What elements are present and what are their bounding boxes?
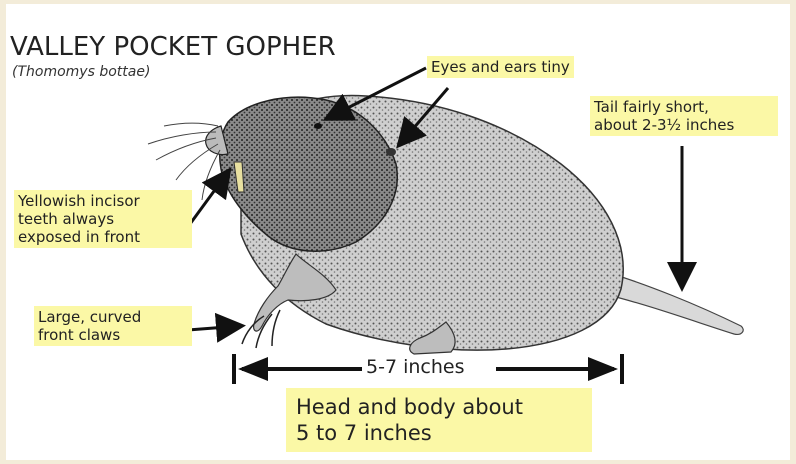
label-incisors: Yellowish incisor teeth always exposed i…: [14, 190, 192, 248]
label-claws-line1: Large, curved: [38, 308, 188, 326]
label-tail-line2: about 2-3½ inches: [594, 116, 774, 134]
label-tail: Tail fairly short, about 2-3½ inches: [590, 96, 778, 136]
label-eyes-text: Eyes and ears tiny: [431, 58, 570, 76]
label-tail-line1: Tail fairly short,: [594, 98, 774, 116]
gopher-tail: [604, 272, 743, 334]
arrow-claws: [188, 326, 240, 330]
diagram-title: VALLEY POCKET GOPHER: [10, 32, 336, 62]
label-head-body: Head and body about 5 to 7 inches: [286, 388, 592, 452]
diagram-frame: VALLEY POCKET GOPHER (Thomomys bottae) E…: [6, 4, 790, 460]
label-teeth-line1: Yellowish incisor: [18, 192, 188, 210]
measurement-label: 5-7 inches: [362, 356, 468, 378]
label-claws-line2: front claws: [38, 326, 188, 344]
gopher-eye: [314, 123, 322, 129]
label-head-line1: Head and body about: [296, 394, 582, 420]
species-name: (Thomomys bottae): [12, 64, 150, 80]
label-claws: Large, curved front claws: [34, 306, 192, 346]
label-head-line2: 5 to 7 inches: [296, 420, 582, 446]
label-eyes-ears: Eyes and ears tiny: [427, 56, 574, 78]
gopher-ear: [386, 148, 396, 156]
label-teeth-line3: exposed in front: [18, 228, 188, 246]
arrow-teeth: [190, 172, 228, 224]
label-teeth-line2: teeth always: [18, 210, 188, 228]
